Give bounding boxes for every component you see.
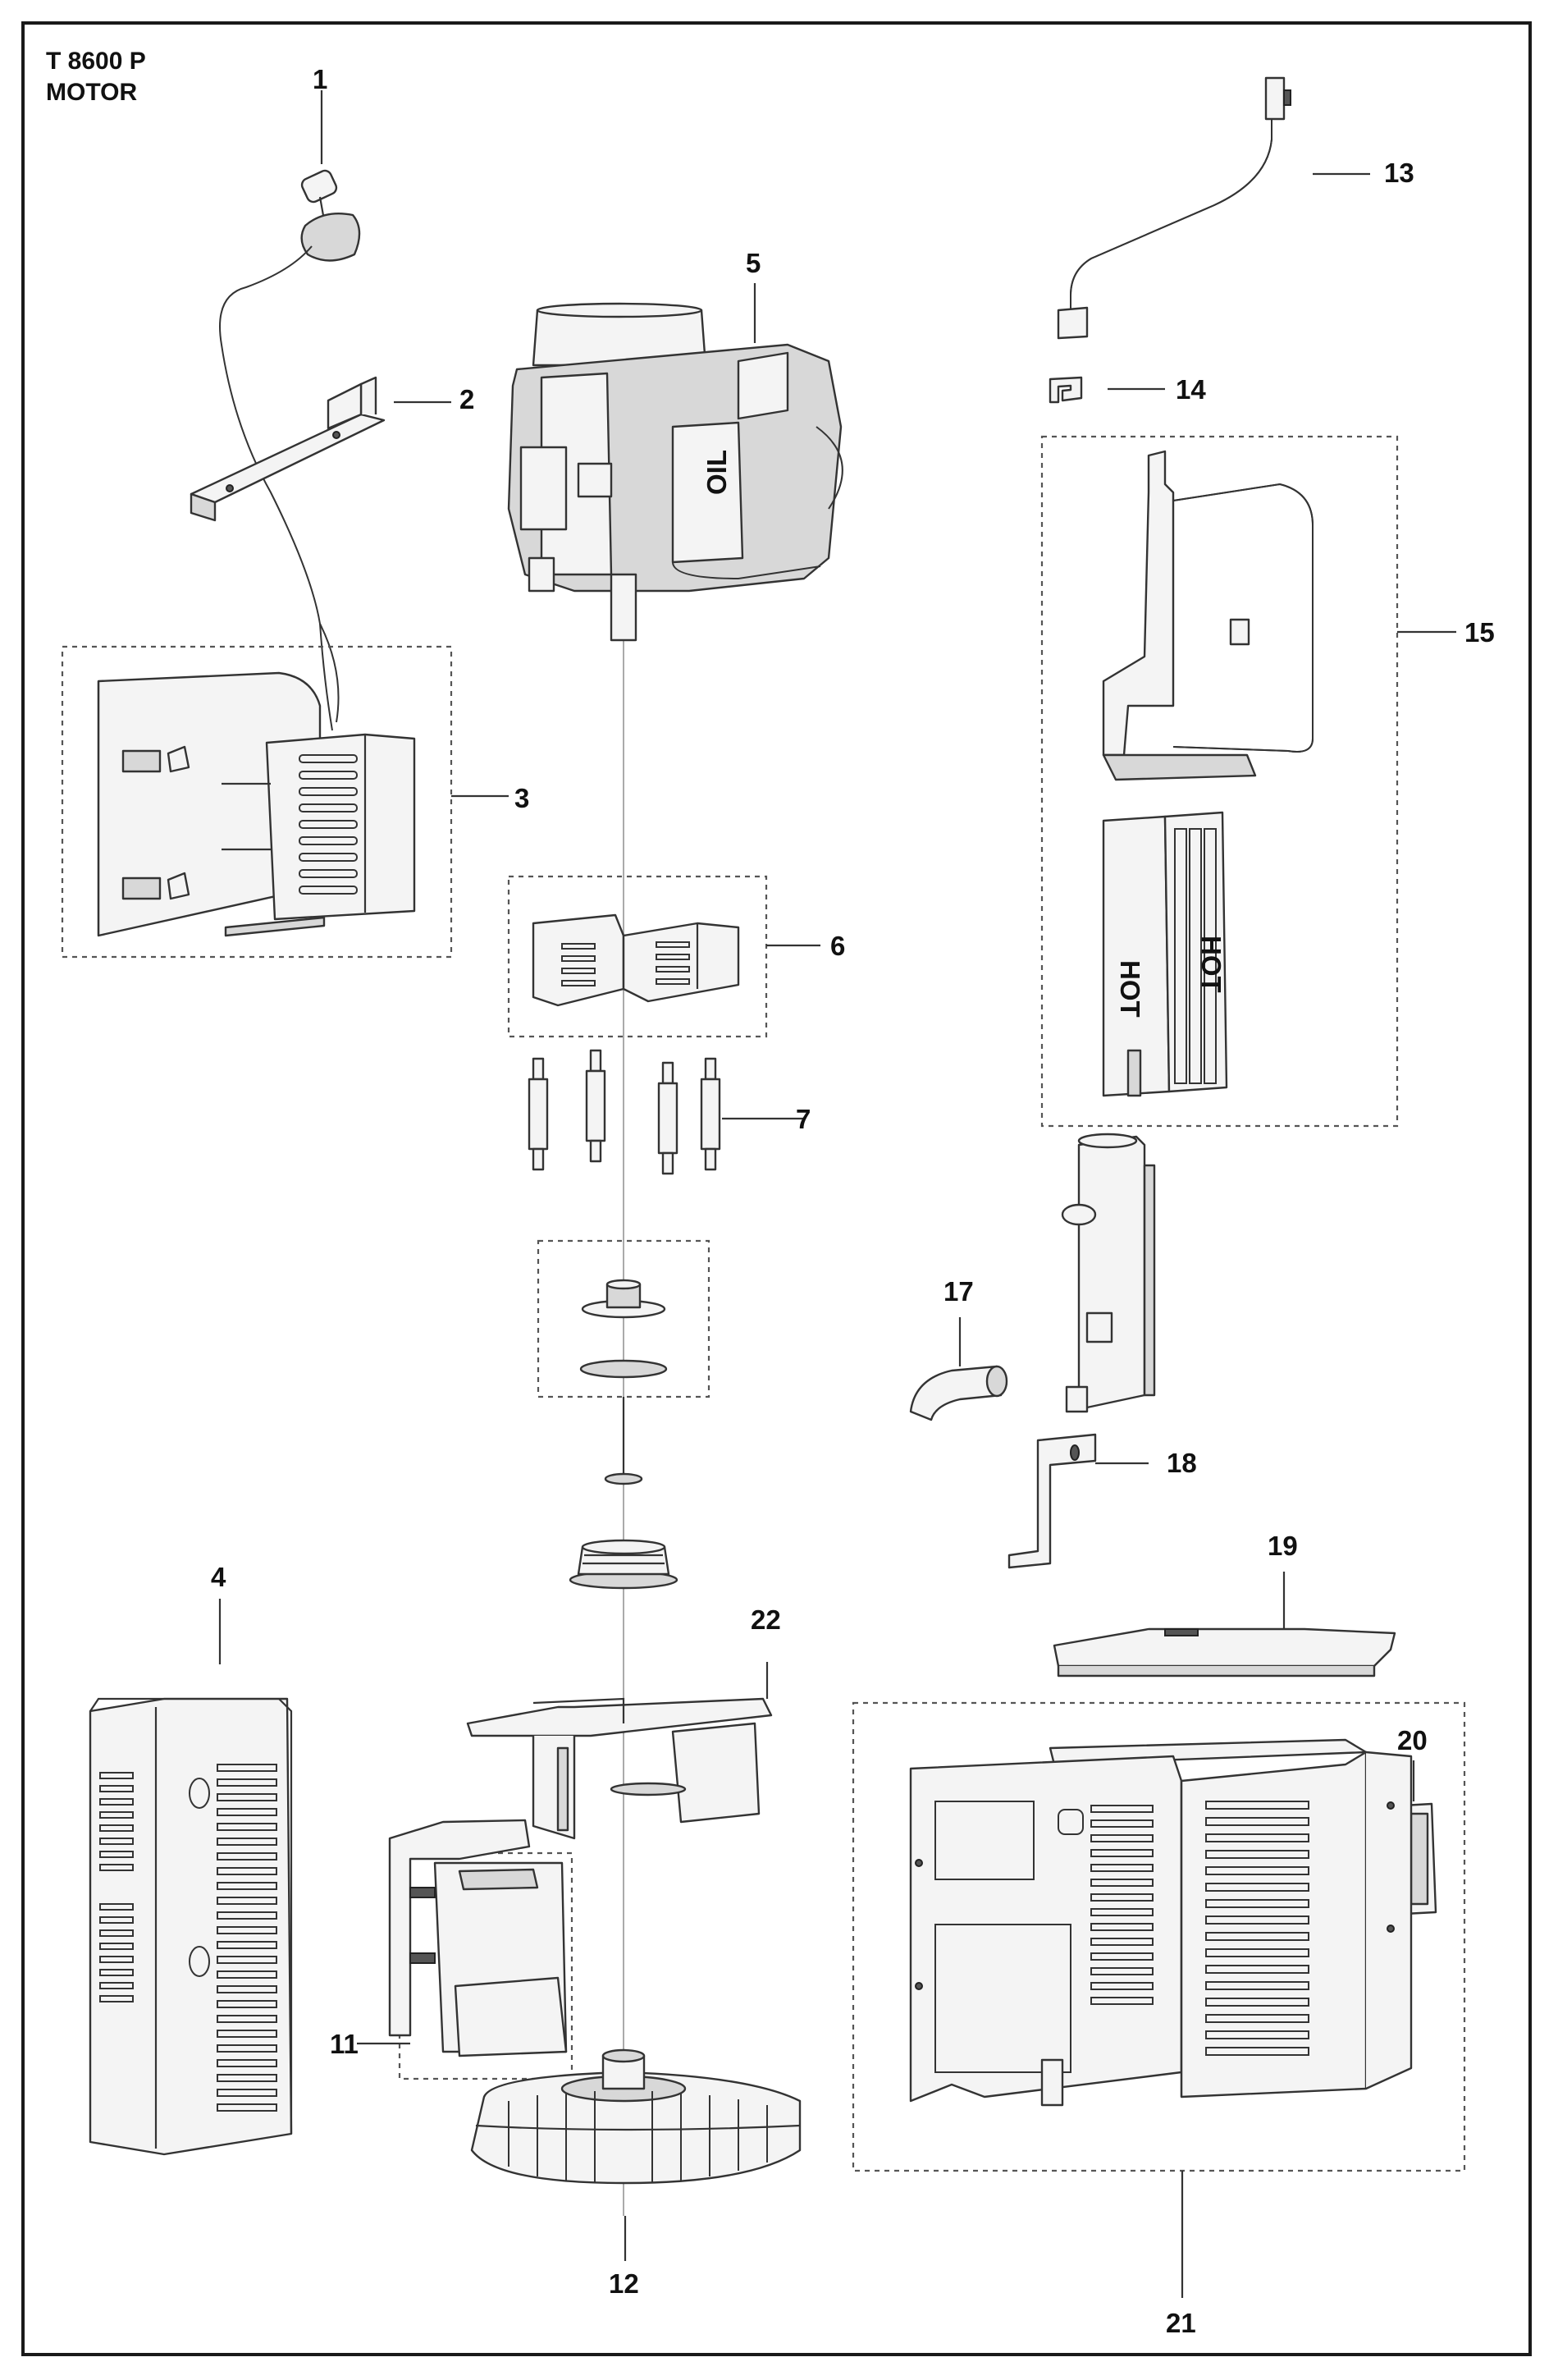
callout-15: 15 [1464, 617, 1495, 648]
callout-12: 12 [609, 2268, 639, 2299]
part-17-elbow [909, 1365, 1008, 1421]
part-5-engine: OIL [507, 302, 843, 642]
part-15-group-box [1040, 435, 1399, 1128]
callout-20: 20 [1397, 1725, 1428, 1755]
callout-5: 5 [746, 248, 761, 278]
callout-11: 11 [330, 2029, 359, 2059]
hot-label-a: HOT [1115, 960, 1145, 1018]
hot-label-b: HOT [1196, 936, 1227, 993]
callout-19: 19 [1268, 1531, 1298, 1561]
part-13-exhaust-pipe [1057, 76, 1291, 340]
callout-17: 17 [943, 1276, 974, 1307]
model-title: T 8600 P [46, 48, 146, 75]
part-6-heat-shield [532, 913, 740, 1007]
part-21-group-box [852, 1701, 1466, 2172]
part-15-exhaust-shields: HOT HOT [1102, 450, 1314, 1097]
pulley-set [569, 1279, 678, 1590]
vent-slots-6 [561, 941, 690, 986]
blower-fins [508, 2091, 768, 2183]
part-4-side-panel [89, 1697, 293, 2156]
part-6-group-box [507, 875, 768, 1038]
part-3-control-panel [97, 671, 416, 937]
part-21-enclosure [909, 1738, 1413, 2107]
callout-2: 2 [459, 384, 474, 414]
part-19-top-plate [1053, 1627, 1396, 1677]
vent-slots-4b [217, 1764, 277, 2112]
part-14-clip [1049, 376, 1083, 404]
callout-18: 18 [1167, 1448, 1197, 1478]
callout-6: 6 [830, 931, 845, 961]
vent-slots-3 [299, 754, 358, 895]
part-3-group-box [61, 645, 453, 959]
oil-label: OIL [701, 450, 732, 495]
part-18-bracket [1007, 1433, 1097, 1569]
vent-slots-15 [1174, 828, 1217, 1084]
vent-slots-4a [99, 1772, 134, 2002]
callout-14: 14 [1176, 374, 1206, 405]
callout-4: 4 [211, 1562, 226, 1592]
group-title: MOTOR [46, 79, 138, 106]
vent-slots-21a [1090, 1805, 1154, 2005]
callout-3: 3 [514, 783, 529, 813]
callout-7: 7 [796, 1104, 811, 1134]
vent-slots-21b [1205, 1801, 1309, 2056]
callout-1: 1 [313, 64, 327, 94]
pulley-group-box [537, 1239, 710, 1398]
callout-21: 21 [1166, 2308, 1196, 2338]
part-2-bracket [190, 376, 386, 522]
part-7-mounts [528, 1049, 721, 1175]
part-12-blower [470, 2048, 802, 2185]
callout-13: 13 [1384, 158, 1414, 188]
muffler [1061, 1133, 1156, 1413]
callout-22: 22 [751, 1604, 781, 1635]
diagram-frame [21, 21, 1532, 2356]
part-1-throttle-control [219, 169, 361, 731]
part-22-frame [466, 1697, 773, 1840]
leader-lines [218, 90, 1456, 2298]
part-11-fan-housing [388, 1819, 568, 2057]
